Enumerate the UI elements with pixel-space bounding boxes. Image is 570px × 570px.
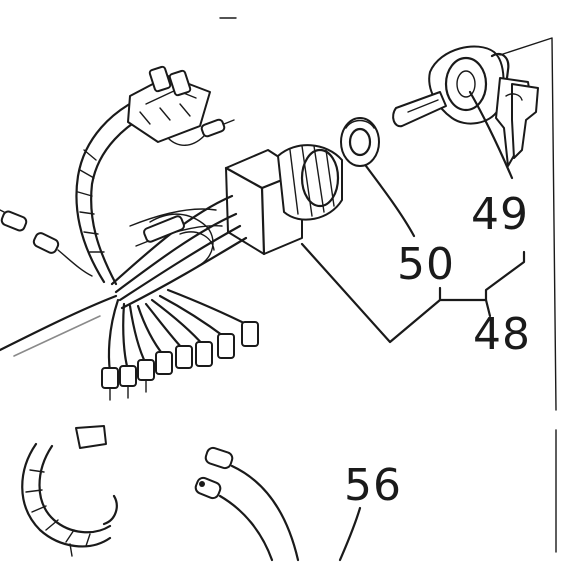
ignition-switch-body (224, 144, 343, 256)
wire-clamp-bottom-left (21, 425, 118, 557)
callout-49: 49 (471, 189, 529, 240)
part-56-wire-leads (194, 446, 300, 562)
callout-50: 50 (397, 239, 455, 290)
bullet-connectors-left (0, 209, 93, 277)
leader-lines (300, 90, 526, 562)
terminal-row (101, 321, 259, 401)
harness-connector-top (127, 65, 211, 143)
bullet-plug-top (167, 118, 235, 146)
frame-border-line (219, 17, 557, 553)
callout-56: 56 (344, 460, 402, 511)
callout-48: 48 (473, 309, 531, 360)
part-49-keys (495, 77, 539, 167)
part-49-key-cylinder (392, 45, 510, 128)
part-50-grommet (340, 117, 380, 167)
wiring-harness (0, 92, 252, 374)
